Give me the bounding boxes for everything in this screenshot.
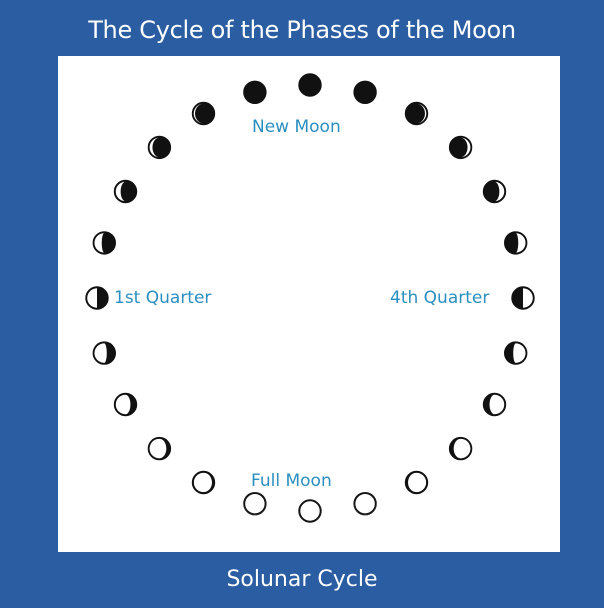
moon-phase-icon — [243, 492, 267, 516]
moon-phase-icon — [113, 392, 138, 417]
moon-phase-icon — [448, 135, 473, 160]
diagram-title: The Cycle of the Phases of the Moon — [88, 16, 516, 44]
moon-phase-icon — [511, 286, 535, 310]
moon-phase-icon — [113, 179, 138, 204]
fourth-quarter-label: 4th Quarter — [390, 288, 490, 308]
diagram-panel — [58, 56, 560, 552]
moon-phase-icon — [482, 392, 507, 417]
moon-phase-icon — [504, 231, 528, 255]
moon-phase-icon — [147, 436, 172, 461]
first-quarter-label: 1st Quarter — [114, 288, 212, 308]
moon-phase-icon — [92, 231, 117, 255]
moon-phase-icon — [482, 179, 507, 204]
moon-phase-icon — [191, 101, 216, 126]
full-moon-label: Full Moon — [251, 471, 332, 491]
moon-phase-icon — [147, 135, 172, 160]
moon-phase-icon — [404, 101, 429, 126]
moon-phase-icon — [298, 499, 322, 523]
moon-phase-icon — [243, 80, 267, 105]
new-moon-label: New Moon — [252, 117, 341, 137]
moon-phase-icon — [353, 80, 377, 105]
moon-phase-icon — [353, 492, 377, 516]
diagram-footer: Solunar Cycle — [226, 567, 378, 592]
moon-phase-icon — [92, 341, 117, 365]
moon-phase-icon — [404, 470, 429, 495]
moon-phase-icon — [298, 73, 322, 97]
moon-phase-icon — [504, 341, 528, 365]
moon-phase-icon — [85, 286, 109, 310]
moon-phase-icon — [191, 470, 216, 495]
moon-phase-icon — [448, 436, 473, 461]
